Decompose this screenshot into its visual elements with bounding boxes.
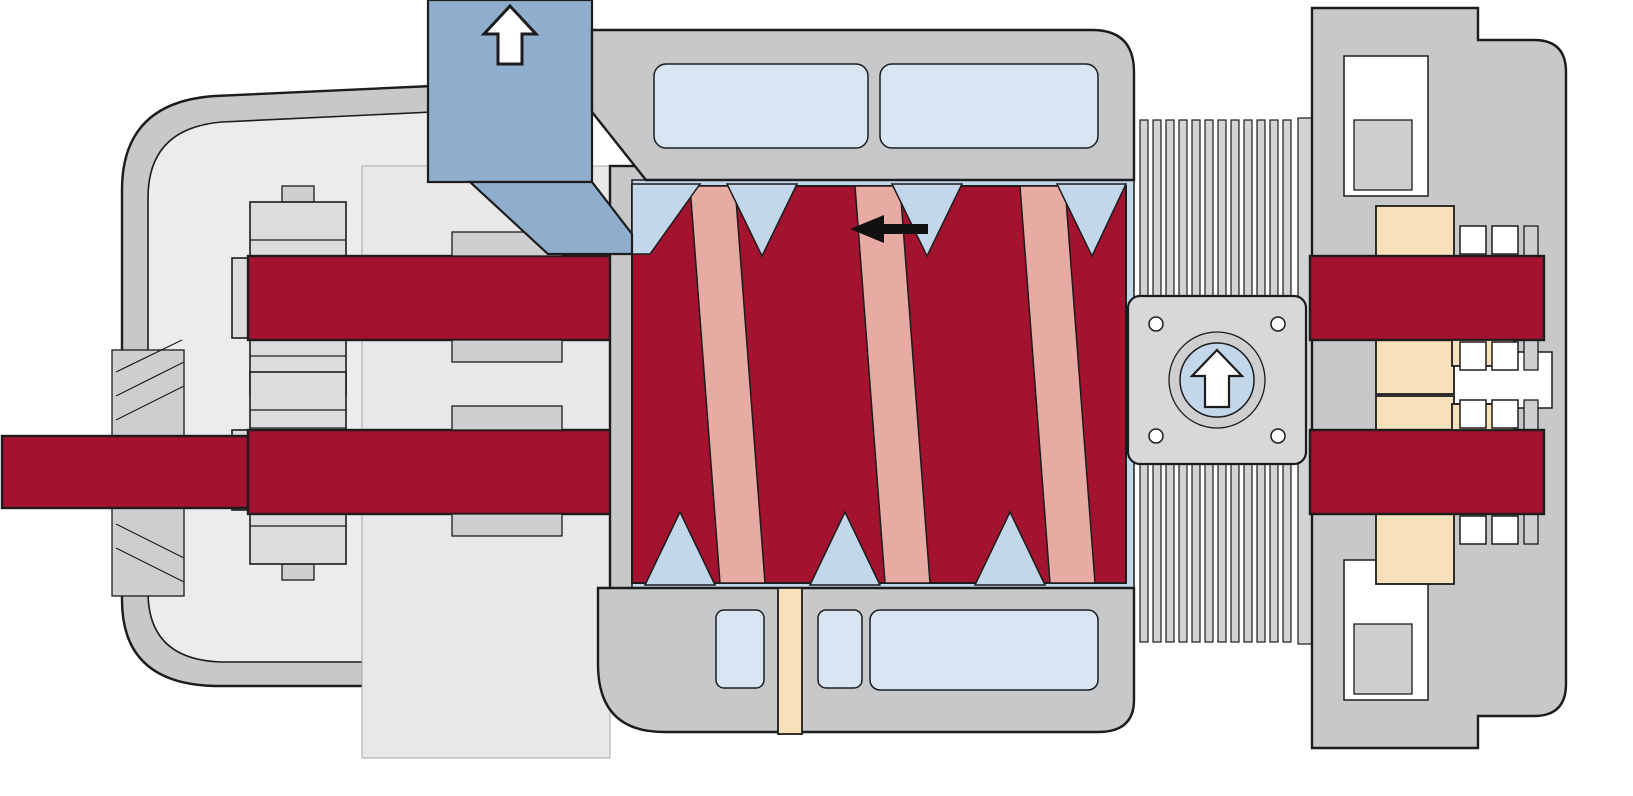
gas-pocket-top bbox=[1055, 183, 1128, 258]
flow-arrow-head bbox=[850, 215, 884, 243]
bearing-cavity-insert bbox=[1353, 119, 1413, 191]
gas-pocket-top bbox=[725, 183, 799, 258]
dowel-pin bbox=[777, 587, 803, 735]
rotor-thread-flank bbox=[689, 185, 766, 584]
housing-cavity bbox=[879, 63, 1099, 149]
gas-pocket-top bbox=[631, 183, 702, 255]
screw-chamber bbox=[631, 179, 1135, 591]
bearing-housing bbox=[1308, 6, 1568, 750]
shaft-collar bbox=[451, 405, 563, 431]
discharge-port bbox=[426, 0, 594, 184]
shaft-collar bbox=[451, 339, 563, 363]
bearing-element bbox=[1459, 225, 1487, 255]
bearing-element bbox=[1491, 399, 1519, 429]
gas-pocket-bottom bbox=[973, 510, 1047, 586]
bearing-element bbox=[1459, 515, 1487, 545]
bearing-element bbox=[1491, 515, 1519, 545]
housing-cavity bbox=[869, 609, 1099, 691]
housing-cavity bbox=[817, 609, 863, 689]
gas-pocket-top bbox=[890, 183, 964, 258]
bearing-element bbox=[1491, 225, 1519, 255]
discharge-passage bbox=[467, 180, 634, 256]
gear-teeth-lines bbox=[250, 409, 346, 527]
bolt-hole bbox=[1270, 428, 1286, 444]
shaft-collar bbox=[451, 513, 563, 537]
drive-shaft bbox=[0, 434, 274, 510]
rotor-thread-flank bbox=[1019, 185, 1096, 584]
flow-arrow-shaft bbox=[882, 224, 928, 234]
seal-hatching bbox=[115, 339, 185, 583]
flow-arrow-icon bbox=[850, 215, 928, 243]
bolt-hole bbox=[1148, 428, 1164, 444]
gear-stud bbox=[281, 185, 315, 203]
rotor-thread-flank bbox=[854, 185, 931, 584]
bearing-element bbox=[1459, 399, 1487, 429]
housing-cavity bbox=[653, 63, 869, 149]
shaft-end-lower bbox=[1308, 428, 1546, 516]
upper-rotor-shaft bbox=[246, 254, 670, 342]
pump-housing bbox=[590, 28, 1136, 735]
discharge-arrow-icon bbox=[480, 3, 540, 66]
bearing-element bbox=[1491, 341, 1519, 371]
bolt-hole bbox=[1270, 316, 1286, 332]
bolt-hole bbox=[1148, 316, 1164, 332]
bearing-cavity-insert bbox=[1353, 623, 1413, 695]
bearing-element bbox=[1459, 341, 1487, 371]
lower-rotor-shaft bbox=[246, 428, 670, 516]
suction-arrow-icon bbox=[1189, 348, 1245, 409]
gas-pocket-bottom bbox=[808, 510, 882, 586]
gear-stud bbox=[281, 563, 315, 581]
housing-cavity bbox=[715, 609, 765, 689]
shaft-end-upper bbox=[1308, 254, 1546, 342]
suction-flange bbox=[1126, 294, 1308, 466]
gas-pocket-bottom bbox=[643, 510, 717, 586]
